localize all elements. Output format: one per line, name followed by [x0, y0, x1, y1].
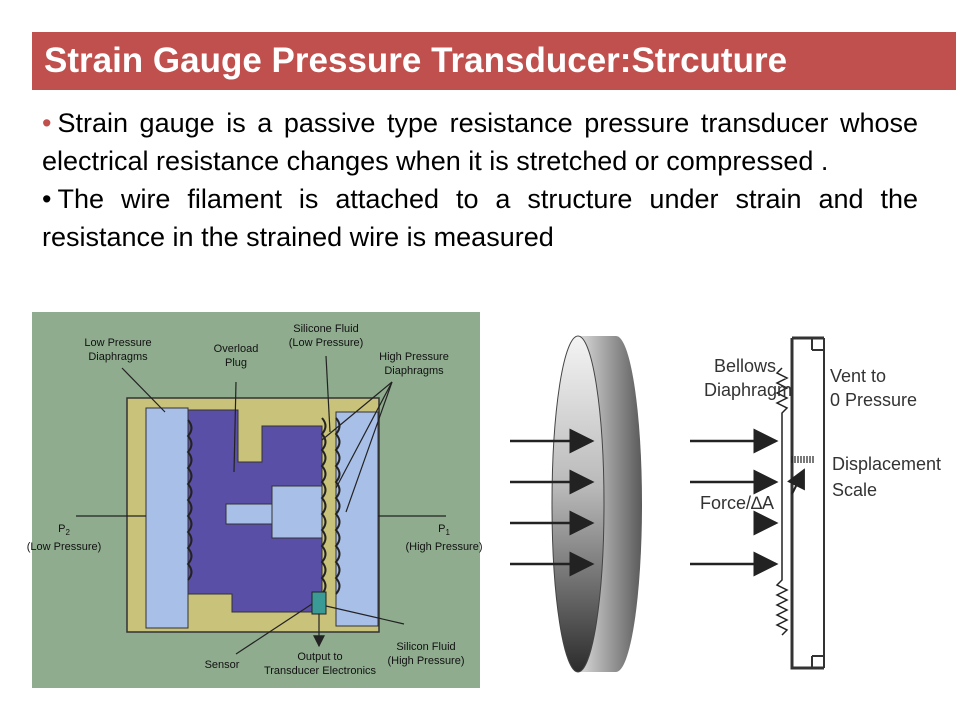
sensor	[311, 591, 327, 615]
bellows-spring	[775, 367, 789, 636]
high-pressure-diaphragm-inner	[334, 417, 341, 595]
slide-title: Strain Gauge Pressure Transducer:Strcutu…	[44, 41, 788, 80]
label-displacement-scale: Scale	[832, 480, 877, 500]
label-silicon-fluid-high-2: (High Pressure)	[387, 655, 464, 667]
title-bar: Strain Gauge Pressure Transducer:Strcutu…	[32, 32, 956, 90]
label-displacement: Displacement	[832, 454, 941, 474]
label-output-2: Transducer Electronics	[264, 665, 377, 677]
label-output: Output to	[297, 651, 342, 663]
differential-pressure-diagram	[32, 312, 480, 688]
label-p2: P2	[58, 523, 70, 537]
displacement-pointer	[787, 468, 805, 495]
label-sensor: Sensor	[205, 659, 240, 671]
label-p1-high-pressure: (High Pressure)	[405, 541, 482, 553]
label-high-pressure-diaphragms: High Pressure	[379, 351, 449, 363]
bullet-item: •Strain gauge is a passive type resistan…	[42, 104, 918, 180]
label-silicon-fluid-high: Silicon Fluid	[396, 641, 455, 653]
low-pressure-diaphragm-block	[145, 407, 189, 629]
high-pressure-diaphragm	[320, 417, 327, 595]
label-silicone-fluid-low: Silicone Fluid	[293, 323, 358, 335]
label-low-pressure-diaphragms: Low Pressure	[84, 337, 151, 349]
label-p1: P1	[438, 523, 450, 537]
label-overload-plug: Overload	[214, 343, 259, 355]
bullet-list: •Strain gauge is a passive type resistan…	[42, 104, 918, 256]
bullet-icon: •	[42, 108, 52, 138]
high-pressure-diaphragm-block	[335, 411, 379, 627]
label-high-pressure-diaphragms-2: Diaphragms	[384, 365, 444, 377]
bullet-icon: •	[42, 184, 52, 214]
low-pressure-diaphragm	[186, 419, 193, 581]
disc-face	[551, 335, 605, 673]
label-force: Force/∆A	[700, 493, 774, 513]
label-low-pressure-diaphragms-2: Diaphragms	[88, 351, 148, 363]
vent-wall	[812, 349, 825, 657]
overload-plug-stem	[225, 503, 275, 525]
bullet-item: •The wire filament is attached to a stru…	[42, 180, 918, 256]
disc-diagram	[510, 335, 642, 673]
label-bellows-diaphragm: Diaphragm	[704, 380, 792, 400]
label-bellows: Bellows	[714, 356, 776, 376]
bullet-text: Strain gauge is a passive type resistanc…	[42, 108, 918, 176]
label-vent: Vent to	[830, 366, 886, 386]
label-silicone-fluid-low-2: (Low Pressure)	[289, 337, 364, 349]
bellows-frame	[790, 336, 824, 670]
label-vent-zero-pressure: 0 Pressure	[830, 390, 917, 410]
label-overload-plug-2: Plug	[225, 357, 247, 369]
label-p2-low-pressure: (Low Pressure)	[27, 541, 102, 553]
bullet-text: The wire filament is attached to a struc…	[42, 184, 918, 252]
bellows-diagram	[690, 336, 825, 670]
overload-plug	[271, 485, 323, 539]
